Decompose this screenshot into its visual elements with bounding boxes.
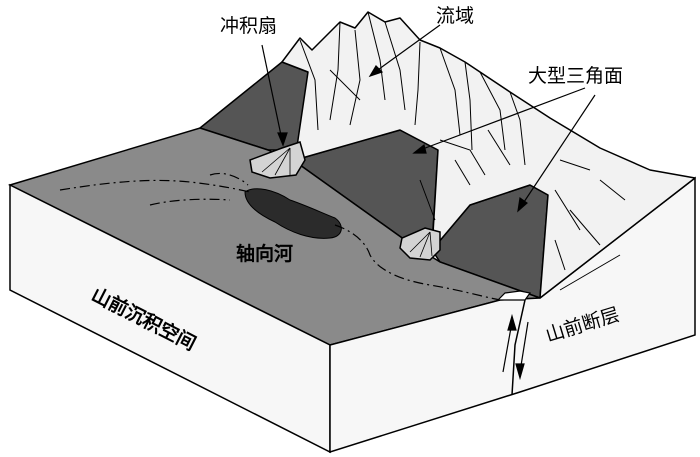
- mountain-drainage-lines: [299, 11, 626, 291]
- fan-radial-lines: [261, 147, 433, 258]
- label-catchment: 流域: [436, 5, 474, 27]
- range-front-fault-line: [511, 299, 526, 396]
- leader-lines: [261, 24, 596, 213]
- fault-movement-arrows: [502, 313, 529, 381]
- alluvial-fan-upper: [249, 141, 306, 179]
- label-triangular-facet: 大型三角面: [528, 65, 623, 87]
- stream-lines: [59, 172, 501, 301]
- label-alluvial-fan: 冲积扇: [220, 15, 277, 37]
- mountain-range: [281, 11, 696, 299]
- label-axial-river: 轴向河: [236, 242, 293, 265]
- fault-scarp-notch: [496, 290, 532, 301]
- axial-river-body: [244, 188, 342, 239]
